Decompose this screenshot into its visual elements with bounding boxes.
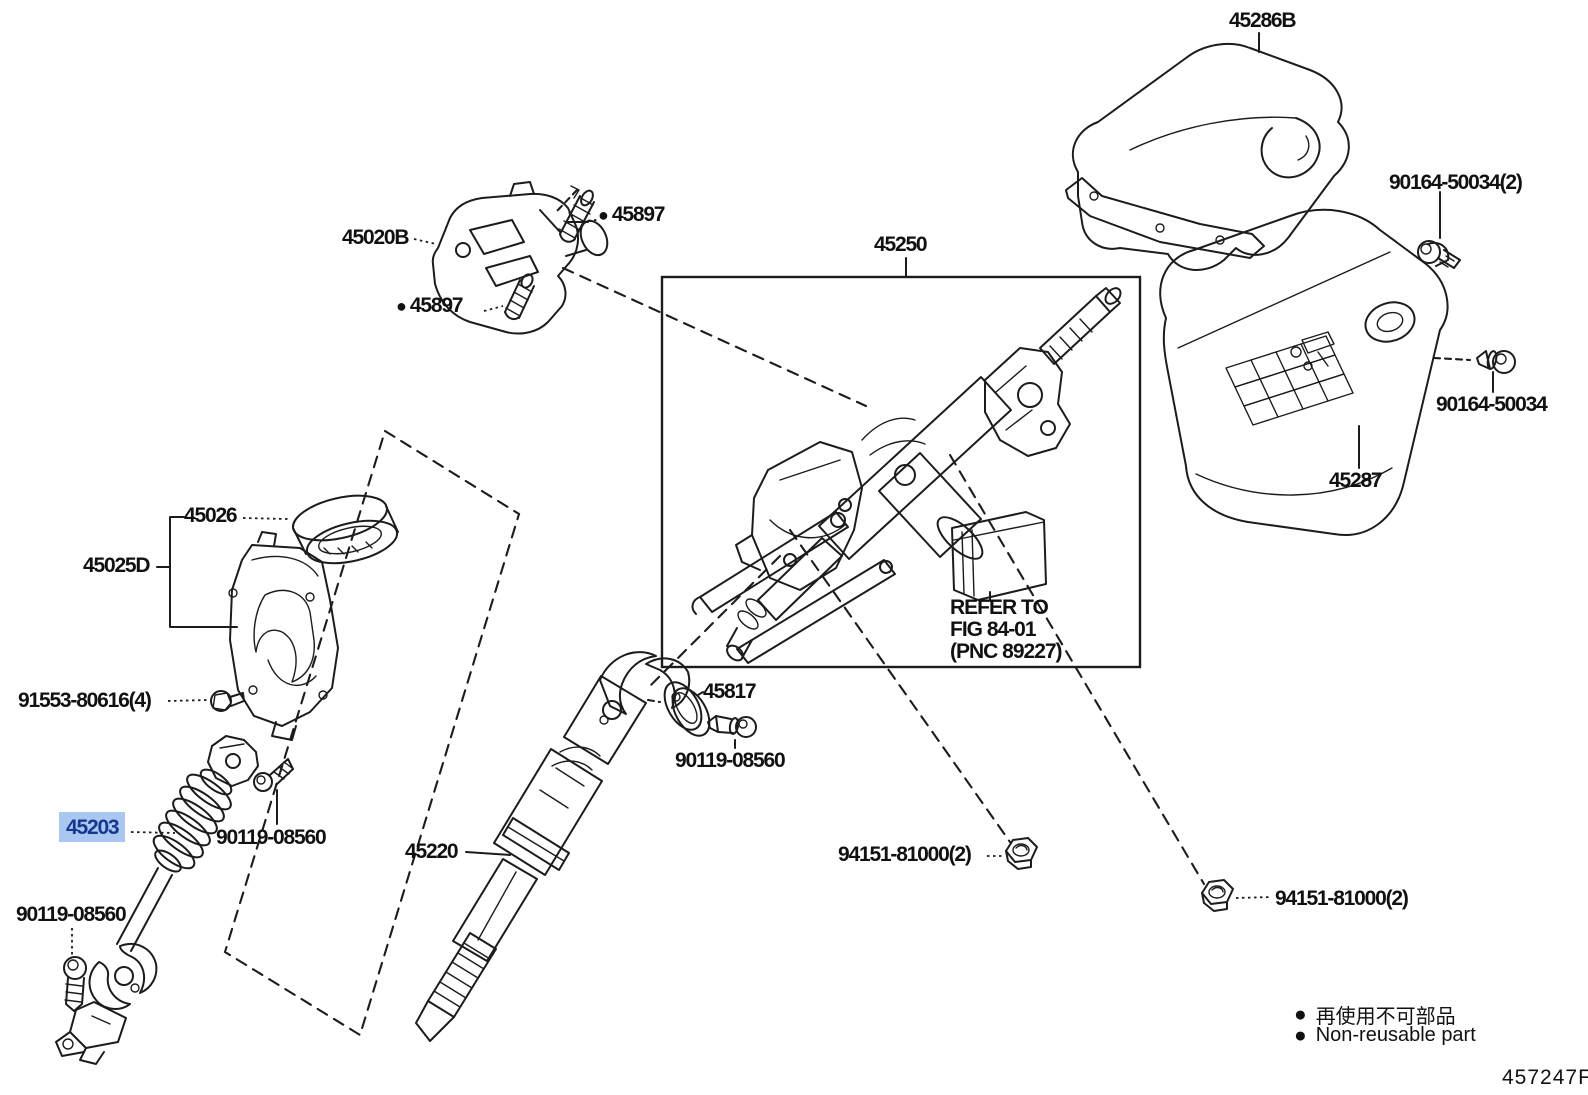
drawing-45250-column-assembly [691, 287, 1122, 664]
part-number: 45897 [611, 203, 666, 226]
refer-to-note-line2: FIG 84-01 [950, 618, 1037, 641]
legend-text-jp: 再使用不可部品 [1315, 1006, 1456, 1028]
drawing-45287-lower-cover [1159, 208, 1450, 536]
drawing-45897-screw-upper [558, 189, 598, 243]
non-reusable-dot-icon: ● [396, 295, 407, 316]
legend-non-reusable-jp: ● 再使用不可部品 [1294, 1000, 1456, 1029]
assembly-box-45250 [660, 257, 1142, 669]
refer-to-note-line3: (PNC 89227) [950, 640, 1063, 663]
refer-to-note-line1: REFER TO [950, 596, 1049, 619]
part-label-90164-50034[interactable]: 90164-50034 [1436, 393, 1548, 416]
part-label-45287[interactable]: 45287 [1329, 469, 1383, 492]
legend-text-en: Non-reusable part [1315, 1024, 1476, 1046]
part-number: 45897 [409, 294, 464, 317]
drawing-90119-bolt-upper [253, 758, 294, 825]
part-label-90119-08560-upper[interactable]: 90119-08560 [216, 826, 327, 849]
non-reusable-dot-icon: ● [598, 204, 609, 225]
part-label-45286B[interactable]: 45286B [1229, 9, 1297, 32]
figure-code: 457247F [1502, 1066, 1588, 1089]
part-label-45250[interactable]: 45250 [874, 233, 928, 256]
part-label-45897-lower[interactable]: ● 45897 [396, 294, 464, 317]
construction-dashed-lines [223, 185, 1472, 1037]
drawing-45026-seal [242, 494, 399, 565]
part-label-45897-upper[interactable]: ● 45897 [598, 203, 666, 226]
part-label-90119-08560-lower-left[interactable]: 90119-08560 [16, 903, 127, 926]
part-label-94151-81000-2-right[interactable]: 94151-81000(2) [1275, 887, 1409, 910]
drawing-90119-bolt-lower-left [63, 928, 87, 1012]
part-label-90164-50034-2[interactable]: 90164-50034(2) [1389, 171, 1523, 194]
part-label-45817[interactable]: 45817 [703, 680, 757, 703]
drawing-90119-bolt-middle [707, 715, 757, 749]
non-reusable-dot-icon: ● [1294, 1003, 1307, 1026]
drawing-91553-bolt [167, 690, 245, 712]
drawing-45025D-hole-cover [156, 516, 339, 741]
part-label-45026[interactable]: 45026 [184, 504, 238, 527]
part-label-45220[interactable]: 45220 [405, 840, 459, 863]
drawing-45020B-actuator [413, 181, 609, 335]
part-label-91553-80616-4[interactable]: 91553-80616(4) [18, 689, 152, 712]
drawing-94151-nut-right [1201, 879, 1273, 912]
part-label-45020B[interactable]: 45020B [342, 226, 410, 249]
drawing-90164-50034-screw-right [1476, 350, 1516, 393]
non-reusable-dot-icon: ● [1294, 1024, 1307, 1047]
drawing-45286B-upper-cover [1065, 32, 1350, 272]
part-label-90119-08560-middle[interactable]: 90119-08560 [675, 749, 786, 772]
part-label-45025D[interactable]: 45025D [83, 554, 151, 577]
drawing-45203-intermediate-shaft [55, 735, 259, 1065]
drawing-90164-50034-screw-top [1417, 191, 1461, 269]
part-label-94151-81000-2-left[interactable]: 94151-81000(2) [838, 843, 972, 866]
drawing-45817-dust-cover [663, 681, 711, 737]
legend-non-reusable-en: ● Non-reusable part [1294, 1024, 1476, 1047]
drawing-94151-nut-left [987, 837, 1038, 870]
refer-to-note: REFER TO FIG 84-01 (PNC 89227) [950, 596, 1063, 663]
part-label-45203-highlighted[interactable]: 45203 [59, 812, 126, 842]
drawing-45897-screw-lower [483, 273, 535, 321]
